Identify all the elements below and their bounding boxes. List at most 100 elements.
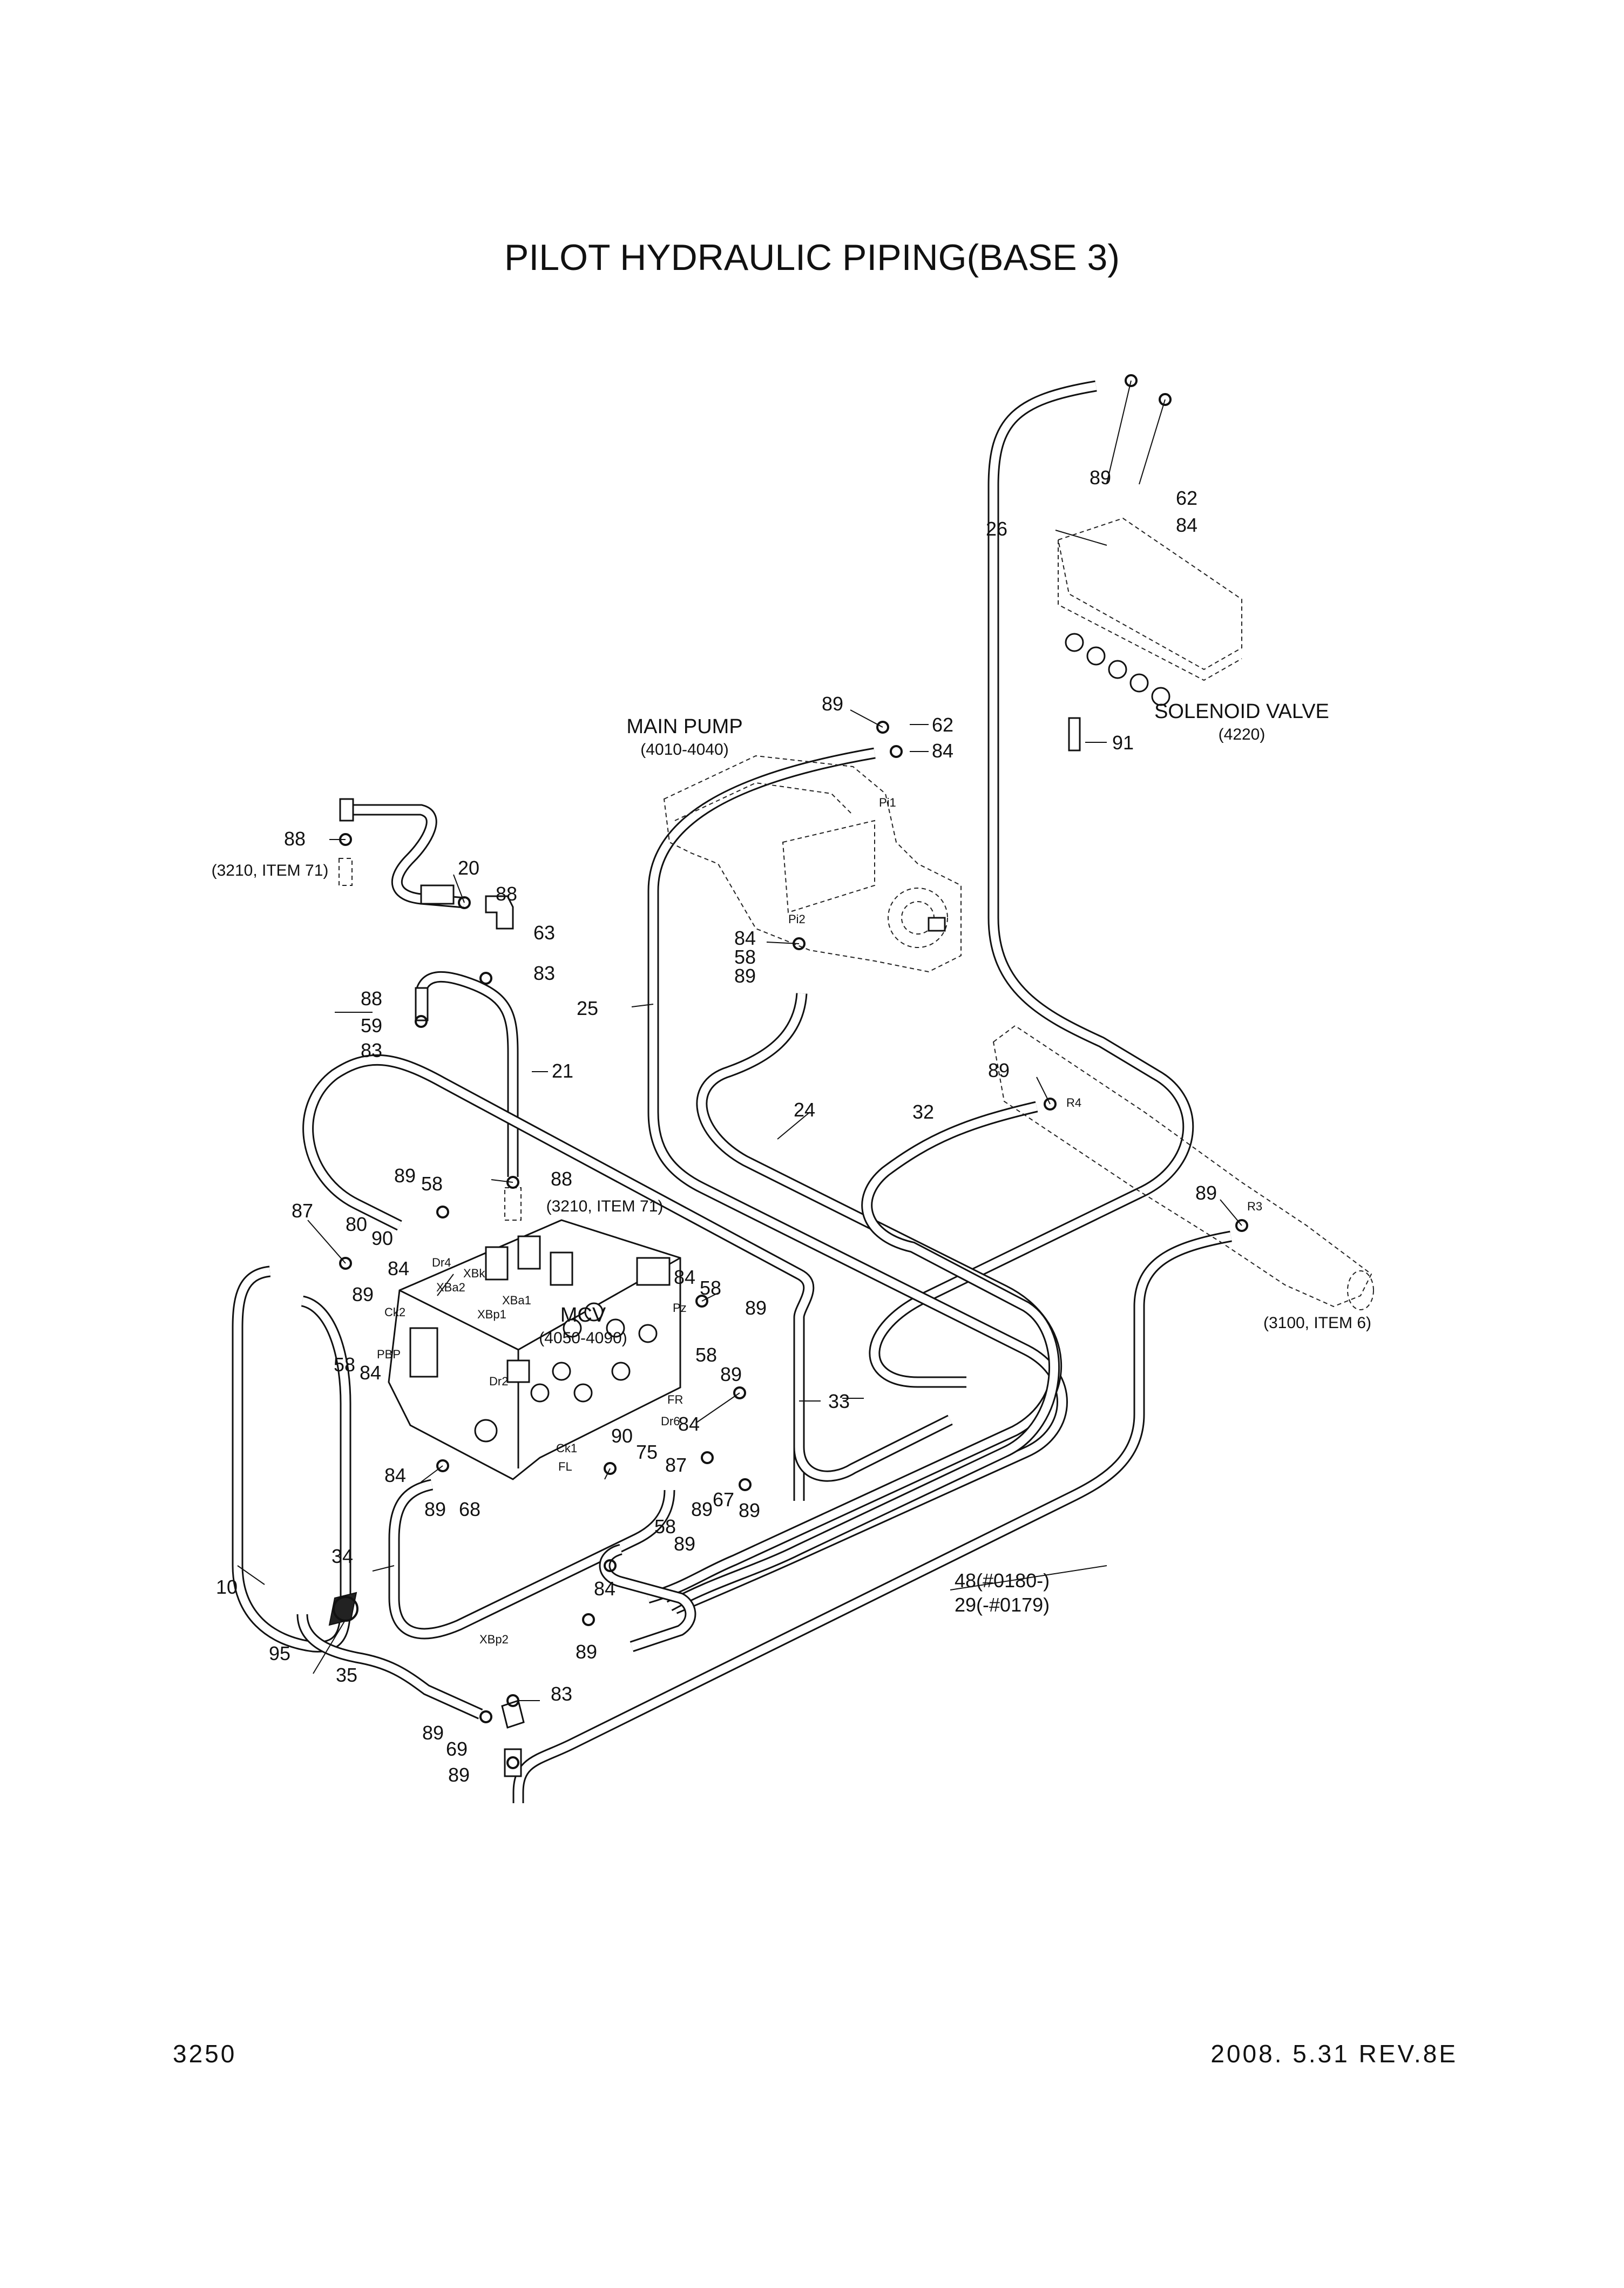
hose-left-loop <box>302 1054 815 1501</box>
fitting-rings <box>339 374 1248 1769</box>
callout-84: 84 <box>360 1362 381 1384</box>
callout-89: 89 <box>734 965 756 987</box>
callout-10: 10 <box>216 1576 238 1598</box>
callout-88: 88 <box>361 987 382 1010</box>
callout-29: 29(-#0179) <box>955 1594 1050 1616</box>
callout-89: 89 <box>822 693 843 715</box>
hose-20 <box>351 804 465 909</box>
callout-84: 84 <box>674 1266 695 1288</box>
callout-21: 21 <box>552 1060 573 1082</box>
callout-83: 83 <box>551 1683 572 1705</box>
port-xbk: XBk <box>463 1267 485 1280</box>
callout-83: 83 <box>361 1039 382 1061</box>
callout-84: 84 <box>1176 514 1197 536</box>
callout-58: 58 <box>334 1353 355 1376</box>
port-xbp2: XBp2 <box>479 1633 509 1646</box>
callout-59: 59 <box>361 1014 382 1037</box>
callout-89: 89 <box>424 1498 446 1520</box>
callout-58: 58 <box>654 1515 676 1538</box>
callout-69: 69 <box>446 1738 468 1760</box>
hose-48-29 <box>512 1230 1232 1803</box>
callout-88: 88 <box>284 828 306 850</box>
main-pump-ref: (4010-4040) <box>640 741 728 759</box>
callout-48: 48(#0180-) <box>955 1569 1050 1592</box>
callout-84: 84 <box>734 927 756 949</box>
port-pi2: Pi2 <box>788 912 806 926</box>
port-ck2: Ck2 <box>384 1305 405 1319</box>
callouts: 89 62 84 26 91 89 62 84 84 58 89 88 20 8… <box>216 466 1217 1786</box>
port-ck1: Ck1 <box>556 1441 577 1455</box>
port-dr6: Dr6 <box>661 1414 680 1428</box>
return-pipe-3100: (3100, ITEM 6) R4 R3 <box>992 1025 1374 1332</box>
hose-34 <box>388 1479 675 1640</box>
port-fr: FR <box>667 1393 683 1406</box>
callout-32: 32 <box>912 1101 934 1123</box>
callout-84: 84 <box>388 1257 409 1280</box>
callout-62: 62 <box>1176 487 1197 509</box>
callout-84: 84 <box>932 740 953 762</box>
hose-routing <box>232 380 1232 1803</box>
callout-58: 58 <box>421 1173 443 1195</box>
callout-89: 89 <box>422 1722 444 1744</box>
solenoid-valve: SOLENOID VALVE (4220) <box>1057 517 1329 752</box>
callout-90: 90 <box>611 1425 633 1447</box>
hose-21 <box>415 971 519 1177</box>
callout-35: 35 <box>336 1664 357 1686</box>
callout-89: 89 <box>1195 1182 1217 1204</box>
callout-84: 84 <box>594 1578 615 1600</box>
port-xba1: XBa1 <box>502 1294 531 1307</box>
mcv: MCV (4050-4090) Dr4 XBk XBa2 XBa1 XBp1 C… <box>377 1219 687 1646</box>
callout-80: 80 <box>346 1213 367 1235</box>
upper-left-adapters: (3210, ITEM 71) (3210, ITEM 71) <box>212 798 664 1221</box>
callout-95: 95 <box>269 1642 290 1664</box>
ref-3210-item-71-upper: (3210, ITEM 71) <box>212 862 329 879</box>
hose-32 <box>666 1101 1060 1612</box>
callout-91: 91 <box>1112 732 1134 754</box>
revision-date: 2008. 5.31 REV.8E <box>1210 2040 1458 2068</box>
callout-58: 58 <box>695 1344 717 1366</box>
port-r3: R3 <box>1247 1200 1262 1213</box>
callout-88: 88 <box>551 1168 572 1190</box>
callout-33: 33 <box>828 1390 850 1412</box>
callout-34: 34 <box>331 1545 353 1567</box>
mcv-ref: (4050-4090) <box>539 1329 627 1347</box>
callout-90: 90 <box>371 1227 393 1249</box>
hose-10 <box>232 1265 351 1653</box>
hose-lower-middle <box>599 1544 696 1652</box>
port-pz: Pz <box>673 1301 687 1315</box>
callout-25: 25 <box>577 997 598 1019</box>
port-r4: R4 <box>1066 1096 1081 1109</box>
solenoid-valve-ref: (4220) <box>1219 726 1266 743</box>
callout-89: 89 <box>1090 466 1111 489</box>
callout-62: 62 <box>932 714 953 736</box>
callout-87: 87 <box>665 1454 687 1476</box>
callout-84: 84 <box>678 1413 700 1435</box>
callout-87: 87 <box>292 1200 313 1222</box>
port-dr4: Dr4 <box>432 1256 451 1269</box>
hose-26 <box>869 380 1194 1388</box>
hose-25 <box>647 747 1068 1614</box>
callout-68: 68 <box>459 1498 481 1520</box>
callout-89: 89 <box>352 1283 374 1305</box>
port-pi1: Pi1 <box>879 796 896 809</box>
port-xba2: XBa2 <box>436 1281 465 1294</box>
callout-89: 89 <box>720 1363 742 1385</box>
callout-89: 89 <box>745 1297 767 1319</box>
main-pump-label: MAIN PUMP <box>626 715 742 738</box>
callout-20: 20 <box>458 857 479 879</box>
port-pbp: PBP <box>377 1348 401 1361</box>
ref-3210-item-71-lower: (3210, ITEM 71) <box>546 1197 664 1215</box>
callout-89: 89 <box>691 1498 713 1520</box>
callout-89: 89 <box>576 1641 597 1663</box>
callout-84: 84 <box>384 1464 406 1486</box>
mcv-label: MCV <box>560 1304 606 1326</box>
callout-26: 26 <box>986 518 1007 540</box>
callout-83: 83 <box>533 962 555 984</box>
callout-89: 89 <box>394 1165 416 1187</box>
port-dr2: Dr2 <box>489 1375 508 1388</box>
leader-lines <box>237 380 1242 1701</box>
callout-75: 75 <box>636 1441 658 1463</box>
callout-89: 89 <box>674 1533 695 1555</box>
callout-63: 63 <box>533 922 555 944</box>
port-xbp1: XBp1 <box>477 1308 506 1321</box>
